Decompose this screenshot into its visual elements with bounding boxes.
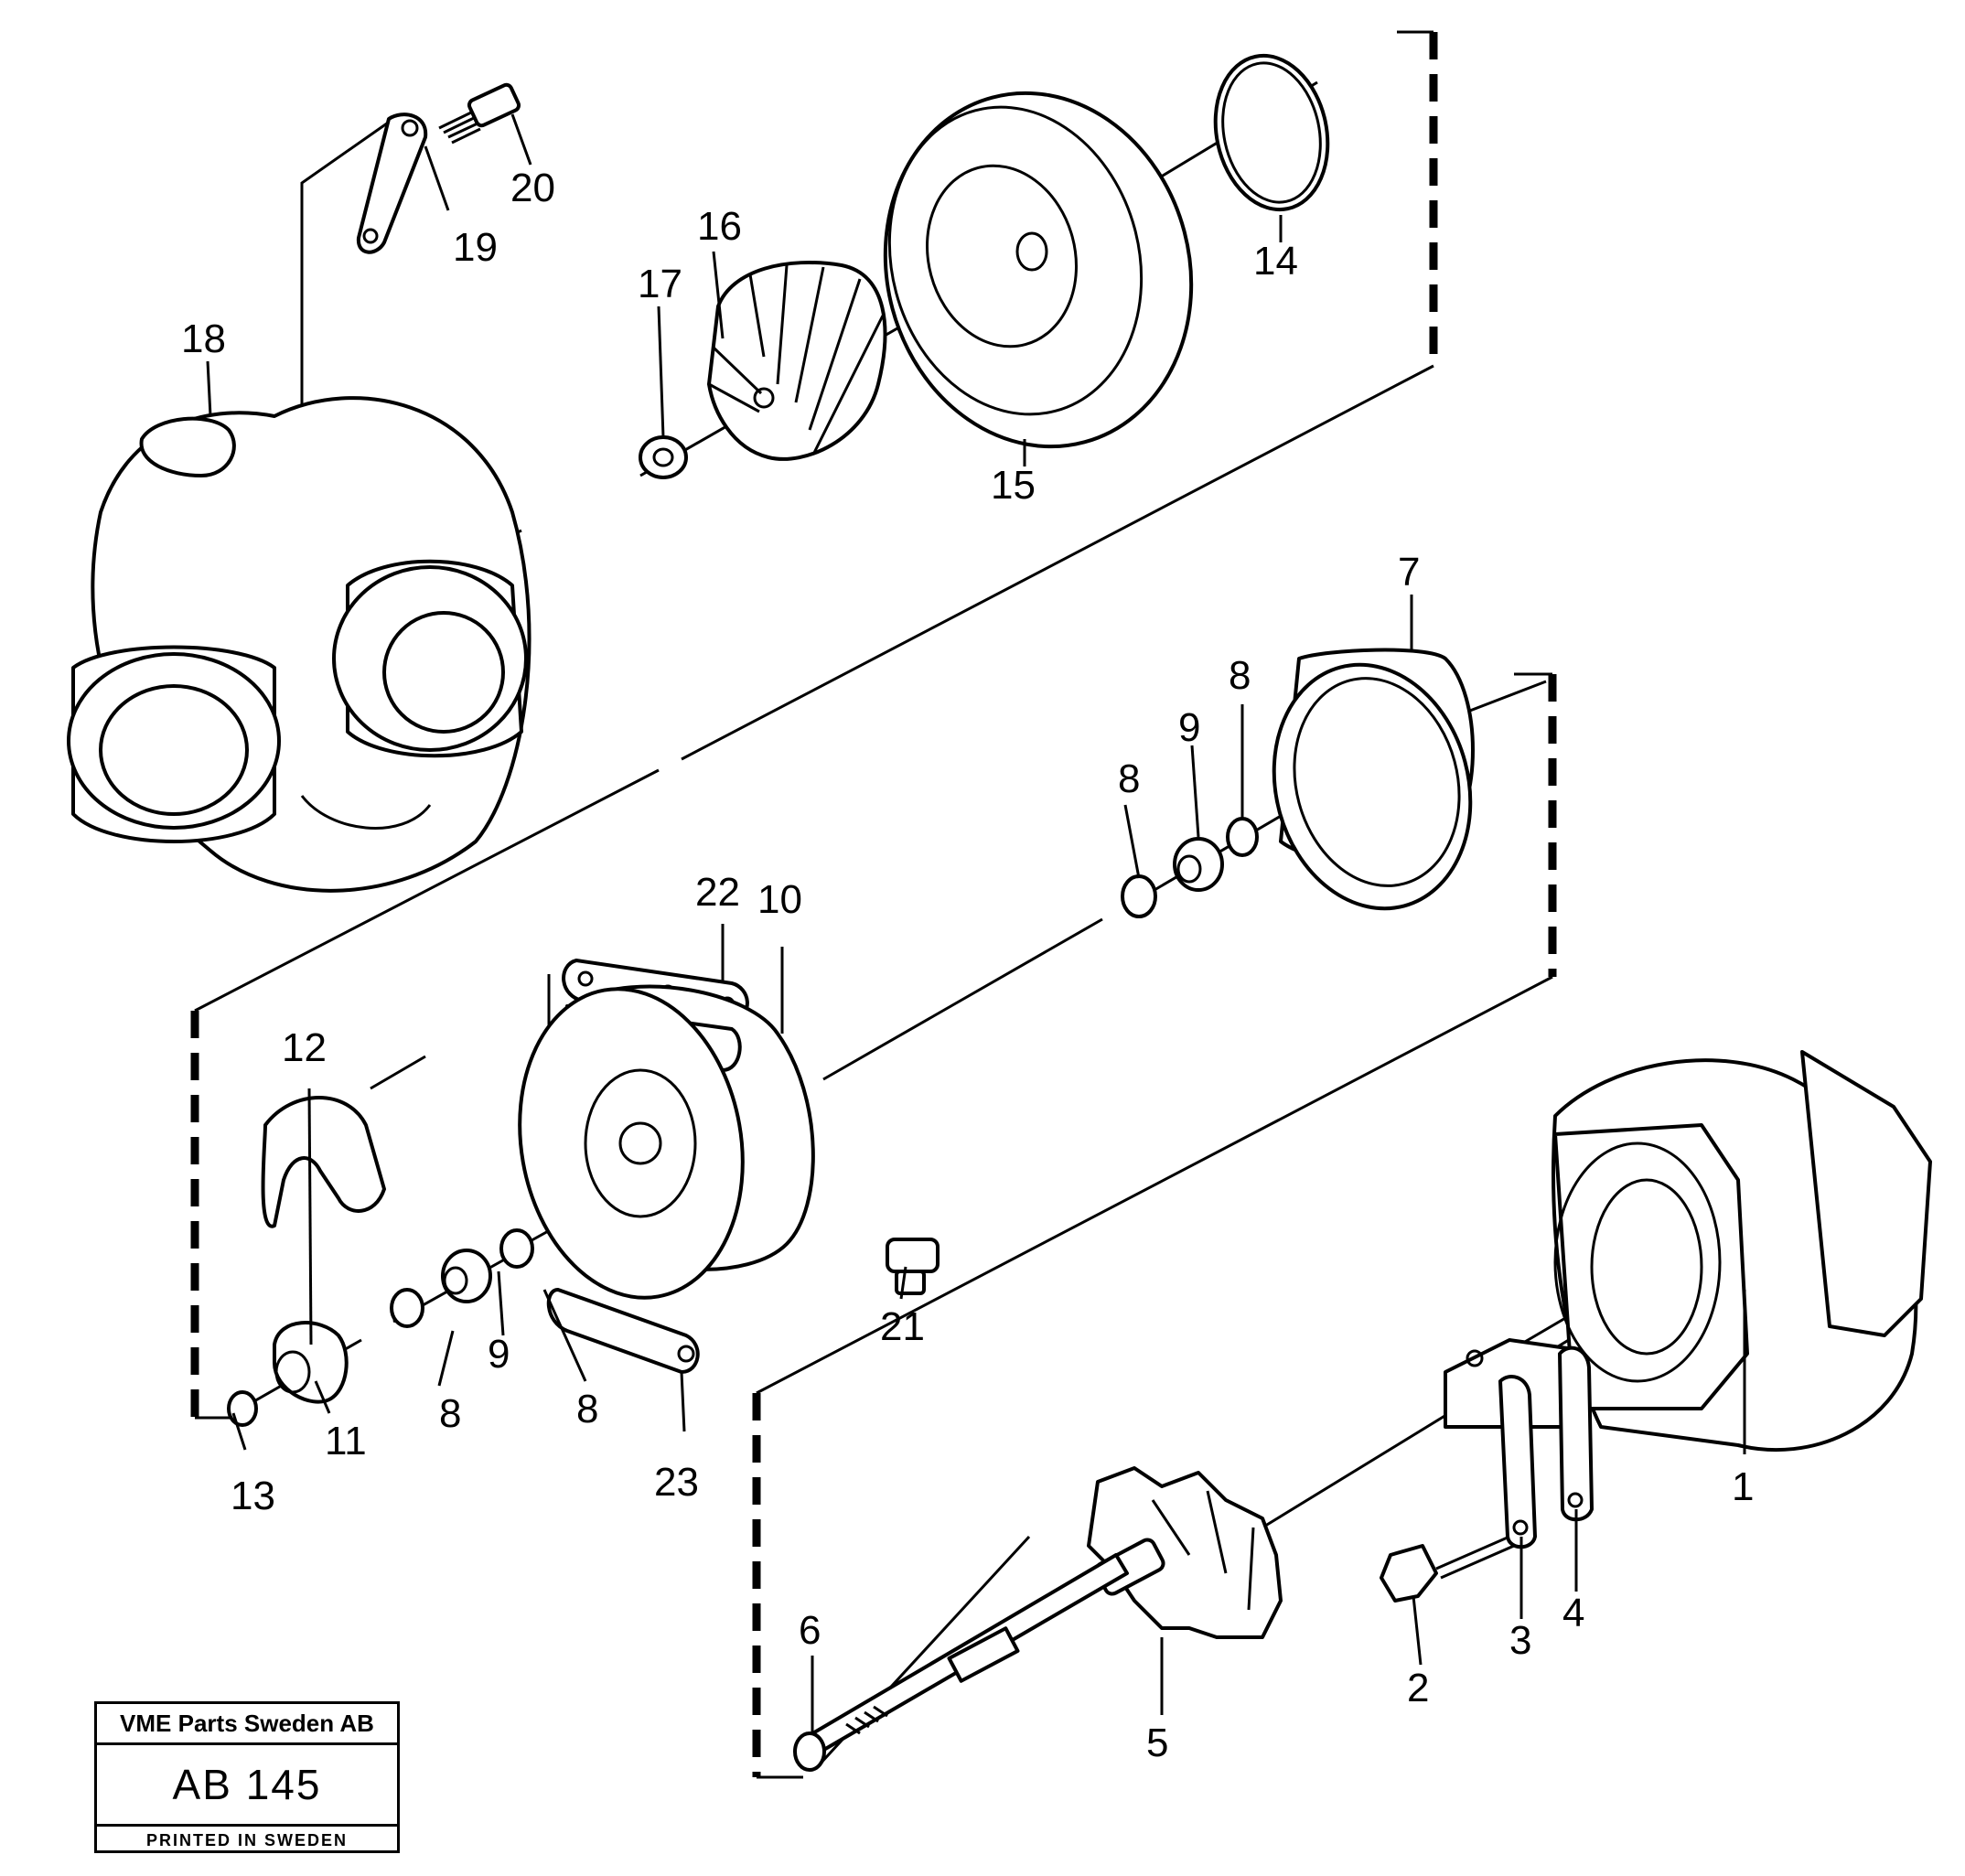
callout-5: 5: [1146, 1721, 1168, 1765]
callout-labels: 1 2 3 4 5 6 7 8 8 8 8 9 9 10 11 12 13 14…: [181, 166, 1754, 1765]
callout-1: 1: [1732, 1464, 1754, 1509]
part-23-gasket: [546, 1288, 700, 1374]
leader-lines: [206, 113, 1746, 1733]
part-20-screw: [438, 82, 521, 145]
part-18-compressor-housing: [67, 396, 532, 893]
part-13-snap-ring: [227, 1390, 258, 1427]
title-block: VME Parts Sweden AB AB 145 PRINTED IN SW…: [94, 1701, 400, 1853]
callout-8-upper-right: 8: [1229, 653, 1251, 698]
part-11-thrust-collar: [273, 1321, 349, 1404]
callout-15: 15: [991, 463, 1036, 508]
part-7-heat-shield: [1272, 648, 1475, 911]
callout-9-lower: 9: [488, 1332, 510, 1377]
drawing-number: AB 145: [97, 1745, 397, 1827]
callout-18: 18: [181, 316, 226, 361]
callout-23: 23: [654, 1460, 699, 1505]
callout-3: 3: [1509, 1618, 1531, 1663]
part-10-bearing-housing: [518, 984, 815, 1300]
callout-19: 19: [453, 225, 498, 270]
part-9-bearing-lower: [441, 1249, 492, 1303]
callout-10: 10: [757, 877, 802, 922]
part-8-retaining-ring-lower-right: [499, 1228, 534, 1269]
callout-17: 17: [638, 262, 682, 306]
part-17-nut: [639, 435, 688, 479]
part-4-lock-plate: [1558, 1345, 1594, 1522]
part-6-snap-ring: [793, 1731, 826, 1772]
callout-13: 13: [231, 1474, 275, 1518]
callout-8-lower-mid: 8: [439, 1391, 461, 1436]
callout-12: 12: [282, 1025, 327, 1070]
callout-11: 11: [325, 1419, 367, 1463]
part-3-lock-plate: [1498, 1375, 1537, 1549]
part-5-turbine-wheel-shaft: [803, 1466, 1283, 1756]
part-15-back-plate: [883, 91, 1194, 449]
callout-7: 7: [1398, 550, 1420, 595]
callout-16: 16: [697, 204, 742, 249]
part-8-retaining-ring-upper-right: [1226, 817, 1259, 857]
callout-9-upper: 9: [1178, 705, 1200, 750]
part-19-lock-plate: [356, 113, 428, 254]
callout-2: 2: [1407, 1666, 1429, 1710]
part-2-bolt: [1380, 1535, 1515, 1603]
printed-note: PRINTED IN SWEDEN: [145, 1831, 348, 1849]
assembly-frame-lower: [752, 672, 1557, 1779]
callout-21: 21: [880, 1304, 925, 1349]
part-9-bearing-upper: [1173, 837, 1224, 892]
callout-4: 4: [1562, 1591, 1584, 1635]
callout-22: 22: [695, 870, 740, 915]
part-1-turbine-housing: [1444, 1050, 1932, 1453]
callout-8-upper-left: 8: [1118, 756, 1140, 801]
part-8-retaining-ring-upper-left: [1121, 874, 1157, 918]
callout-14: 14: [1253, 239, 1298, 284]
callout-6: 6: [799, 1608, 821, 1653]
part-8-retaining-ring-lower-left: [390, 1288, 424, 1328]
callout-20: 20: [510, 166, 555, 210]
company-name: VME Parts Sweden AB: [97, 1704, 397, 1745]
part-12-oil-deflector: [261, 1096, 386, 1228]
part-21-screw: [886, 1238, 940, 1295]
callout-8-lower-right: 8: [576, 1387, 598, 1431]
part-14-sealing-ring: [1213, 53, 1330, 212]
part-16-compressor-wheel: [707, 261, 887, 461]
